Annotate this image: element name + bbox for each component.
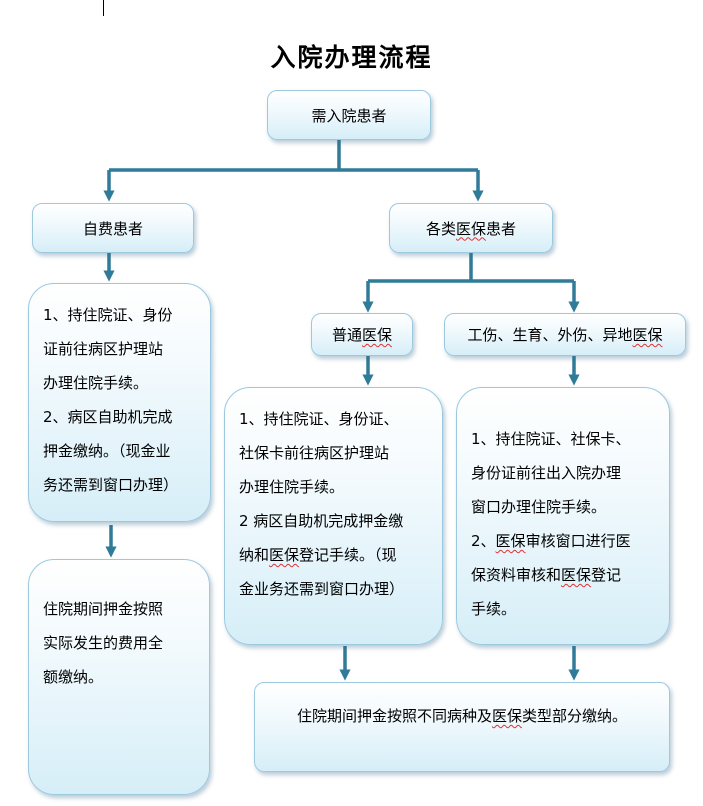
deposit-line: 额缴纳。: [43, 668, 104, 686]
step-line: 窗口办理住院手续。: [471, 498, 607, 516]
step-line: 2、医保审核窗口进行医: [471, 532, 631, 550]
node-insured-deposit-text: 住院期间押金按照不同病种及医保类型部分缴纳。: [296, 707, 628, 725]
step-line: 身份证前往出入院办理: [471, 464, 622, 482]
step-line: 1、持住院证、身份证、: [239, 410, 399, 428]
step-line: 办理住院手续。: [239, 478, 345, 496]
step-line: 手续。: [471, 600, 517, 618]
node-insured: 各类医保患者: [389, 203, 553, 253]
node-self-pay: 自费患者: [32, 203, 194, 253]
node-special-steps: 1、持住院证、社保卡、 身份证前往出入院办理 窗口办理住院手续。 2、医保审核窗…: [456, 387, 670, 645]
step-line: 1、持住院证、社保卡、: [471, 430, 631, 448]
node-self-pay-deposit: 住院期间押金按照 实际发生的费用全 额缴纳。: [28, 559, 210, 795]
step-line: 1、持住院证、身份: [43, 306, 173, 324]
step-line: 保资料审核和医保登记: [471, 566, 622, 584]
node-general-insurance: 普通医保: [311, 313, 413, 356]
text-cursor: [103, 0, 104, 16]
page-title: 入院办理流程: [270, 43, 433, 72]
node-inpatient-label: 需入院患者: [311, 106, 387, 125]
node-insured-deposit: 住院期间押金按照不同病种及医保类型部分缴纳。: [254, 682, 670, 772]
step-line: 押金缴纳。（现金业: [43, 442, 171, 460]
step-line: 办理住院手续。: [43, 374, 149, 392]
node-inpatient: 需入院患者: [267, 90, 431, 140]
step-line: 务还需到窗口办理）: [43, 476, 179, 494]
node-general-insurance-label: 普通医保: [331, 326, 393, 344]
node-general-steps: 1、持住院证、身份证、 社保卡前往病区护理站 办理住院手续。 2 病区自助机完成…: [224, 387, 443, 645]
node-special-insurance: 工伤、生育、外伤、异地医保: [444, 313, 686, 356]
step-line: 2 病区自助机完成押金缴: [239, 512, 404, 530]
step-line: 金业务还需到窗口办理）: [239, 580, 405, 598]
deposit-line: 实际发生的费用全: [43, 634, 164, 652]
node-special-insurance-label: 工伤、生育、外伤、异地医保: [467, 326, 663, 344]
step-line: 证前往病区护理站: [43, 340, 164, 358]
node-insured-label: 各类医保患者: [425, 219, 517, 238]
node-self-pay-label: 自费患者: [82, 219, 143, 238]
deposit-line: 住院期间押金按照: [43, 600, 164, 618]
step-line: 2、病区自助机完成: [43, 408, 173, 426]
step-line: 纳和医保登记手续。（现: [239, 546, 397, 564]
step-line: 社保卡前往病区护理站: [239, 444, 390, 462]
node-self-pay-steps: 1、持住院证、身份 证前往病区护理站 办理住院手续。 2、病区自助机完成 押金缴…: [28, 283, 211, 522]
